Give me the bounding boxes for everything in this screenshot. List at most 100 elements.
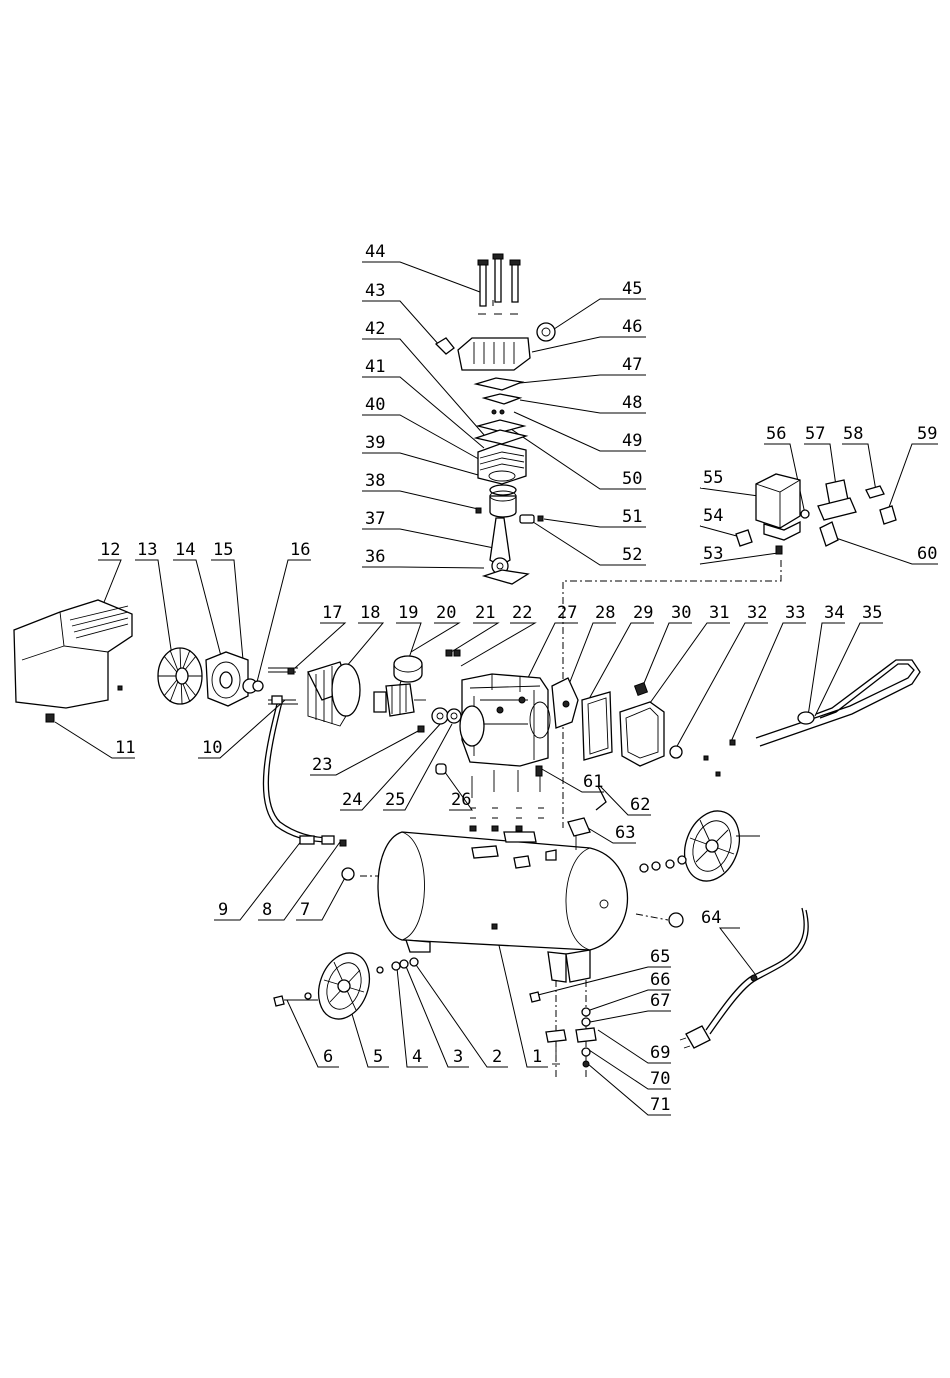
callout-51: 51: [622, 507, 642, 527]
callout-41: 41: [365, 357, 385, 377]
callout-15: 15: [213, 540, 233, 560]
callout-56: 56: [766, 424, 786, 444]
callout-32: 32: [747, 603, 767, 623]
callout-26: 26: [451, 790, 471, 810]
callout-10: 10: [202, 738, 222, 758]
crankcase-gasket: [484, 570, 528, 584]
callout-66: 66: [650, 970, 670, 990]
callout-24: 24: [342, 790, 362, 810]
callout-58: 58: [843, 424, 863, 444]
cooling-fan: [158, 648, 202, 704]
callout-19: 19: [398, 603, 418, 623]
callout-39: 39: [365, 433, 385, 453]
callout-55: 55: [703, 468, 723, 488]
callout-7: 7: [300, 900, 310, 920]
crankcase-nut: [436, 764, 446, 774]
cylinder: [478, 444, 526, 484]
callout-37: 37: [365, 509, 385, 529]
callout-60: 60: [917, 544, 937, 564]
callout-49: 49: [622, 431, 642, 451]
drain-plug: [342, 868, 354, 880]
callout-63: 63: [615, 823, 635, 843]
right-wheel: [640, 803, 760, 888]
pressure-regulator: [801, 480, 884, 520]
callout-17: 17: [322, 603, 342, 623]
connecting-rod: [490, 518, 510, 574]
callout-30: 30: [671, 603, 691, 623]
callout-43: 43: [365, 281, 385, 301]
crankcase-cover: [582, 692, 612, 760]
callout-25: 25: [385, 790, 405, 810]
callout-9: 9: [218, 900, 228, 920]
callout-70: 70: [650, 1069, 670, 1089]
callout-50: 50: [622, 469, 642, 489]
callout-69: 69: [650, 1043, 670, 1063]
callout-1: 1: [532, 1047, 542, 1067]
callout-64: 64: [701, 908, 721, 928]
callout-29: 29: [633, 603, 653, 623]
callout-45: 45: [622, 279, 642, 299]
callout-44: 44: [365, 242, 385, 262]
callout-52: 52: [622, 545, 642, 565]
callout-12: 12: [100, 540, 120, 560]
callout-20: 20: [436, 603, 456, 623]
callout-47: 47: [622, 355, 642, 375]
elbow-fitting: [436, 338, 454, 354]
left-wheel: [310, 946, 378, 1026]
callout-59: 59: [917, 424, 937, 444]
motor-stator: [308, 662, 360, 726]
callout-21: 21: [475, 603, 495, 623]
head-bolts: [478, 254, 520, 314]
callout-65: 65: [650, 947, 670, 967]
callout-3: 3: [453, 1047, 463, 1067]
callout-46: 46: [622, 317, 642, 337]
check-valve: [568, 818, 590, 850]
callout-16: 16: [290, 540, 310, 560]
callout-57: 57: [805, 424, 825, 444]
side-cover: [620, 702, 664, 766]
callout-34: 34: [824, 603, 844, 623]
callout-31: 31: [709, 603, 729, 623]
callout-2: 2: [492, 1047, 502, 1067]
crank-bearings: [418, 708, 461, 732]
callout-71: 71: [650, 1095, 670, 1115]
callout-27: 27: [557, 603, 577, 623]
carry-handle: [756, 660, 920, 746]
callout-14: 14: [175, 540, 195, 560]
power-cord: [680, 908, 808, 1048]
callout-6: 6: [323, 1047, 333, 1067]
callout-28: 28: [595, 603, 615, 623]
motor-rotor: [374, 684, 426, 716]
tank-end-cap: [669, 913, 683, 927]
piston: [476, 485, 516, 517]
pressure-switch: [756, 474, 800, 554]
callout-8: 8: [262, 900, 272, 920]
callout-62: 62: [630, 795, 650, 815]
callout-36: 36: [365, 547, 385, 567]
callout-38: 38: [365, 471, 385, 491]
callout-42: 42: [365, 319, 385, 339]
run-capacitor: [394, 656, 422, 682]
callout-22: 22: [512, 603, 532, 623]
callout-18: 18: [360, 603, 380, 623]
callout-67: 67: [650, 991, 670, 1011]
callout-54: 54: [703, 506, 723, 526]
cylinder-head-cap: [537, 323, 555, 341]
callout-23: 23: [312, 755, 332, 775]
crankcase-bolts: [470, 770, 544, 831]
breather-plug: [635, 683, 648, 696]
crankcase: [460, 674, 550, 766]
callout-48: 48: [622, 393, 642, 413]
delivery-hose: [263, 696, 346, 846]
callout-33: 33: [785, 603, 805, 623]
cover-washers: [670, 740, 735, 776]
callout-13: 13: [137, 540, 157, 560]
callout-40: 40: [365, 395, 385, 415]
crankcase-cover-gasket: [552, 678, 578, 728]
fan-cover: [14, 600, 132, 722]
motor-bearings: [243, 679, 263, 693]
callout-61: 61: [583, 772, 603, 792]
callout-5: 5: [373, 1047, 383, 1067]
callout-4: 4: [412, 1047, 422, 1067]
